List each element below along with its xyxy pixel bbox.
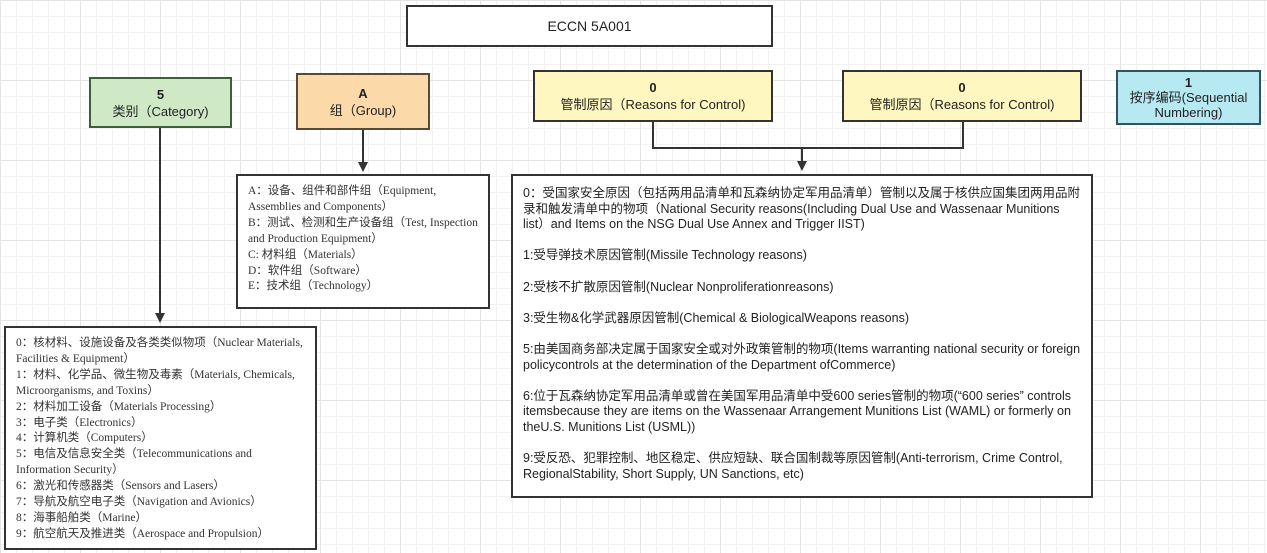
category-item-8: 8：海事船舶类（Marine） <box>16 511 147 524</box>
reason-item-2: 2:受核不扩散原因管制(Nuclear Nonproliferationreas… <box>523 279 834 294</box>
reason-2-code: 0 <box>958 80 966 95</box>
sequence-box: 1 按序编码(Sequential Numbering) <box>1116 70 1261 125</box>
category-item-2: 2：材料加工设备（Materials Processing） <box>16 400 222 413</box>
reason-1-label: 管制原因（Reasons for Control) <box>560 97 746 112</box>
eccn-title: ECCN 5A001 <box>547 18 632 34</box>
reason-box-1: 0 管制原因（Reasons for Control) <box>533 70 773 122</box>
group-item-e: E：技术组（Technology） <box>248 280 379 293</box>
category-item-1: 1：材料、化学品、微生物及毒素（Materials, Chemicals, Mi… <box>16 368 298 397</box>
category-item-9: 9：航空航天及推进类（Aerospace and Propulsion） <box>16 527 269 540</box>
group-label: 组（Group) <box>329 102 397 118</box>
category-item-7: 7：导航及航空电子类（Navigation and Avionics） <box>16 496 262 509</box>
category-list-box: 0：核材料、设施设备及各类类似物项（Nuclear Materials, Fac… <box>4 326 317 550</box>
category-item-6: 6：激光和传感器类（Sensors and Lasers） <box>16 480 225 493</box>
category-code: 5 <box>156 86 165 102</box>
reasons-merge-line <box>652 122 964 149</box>
reason-2-label: 管制原因（Reasons for Control) <box>869 97 1055 112</box>
category-item-4: 4：计算机类（Computers） <box>16 432 153 445</box>
group-box: A 组（Group) <box>296 73 430 130</box>
category-item-0: 0：核材料、设施设备及各类类似物项（Nuclear Materials, Fac… <box>16 337 306 365</box>
reason-item-3: 3:受生物&化学武器原因管制(Chemical & BiologicalWeap… <box>523 310 909 325</box>
group-item-c: C: 材料组（Materials） <box>248 248 363 261</box>
category-item-3: 3：电子类（Electronics） <box>16 416 143 429</box>
reason-item-1: 1:受导弹技术原因管制(Missile Technology reasons) <box>523 248 807 263</box>
group-item-d: D：软件组（Software） <box>248 264 367 277</box>
category-item-5: 5：电信及信息安全类（Telecommunications and Inform… <box>16 448 255 477</box>
reason-item-6: 6:位于瓦森纳协定军用品清单或曾在美国军用品清单中受600 series管制的物… <box>523 388 1071 434</box>
group-item-a: A：设备、组件和部件组（Equipment, Assemblies and Co… <box>248 185 439 213</box>
group-code: A <box>358 85 368 101</box>
sequence-code: 1 <box>1184 75 1193 90</box>
reason-item-0: 0：受国家安全原因（包括两用品清单和瓦森纳协定军用品清单）管制以及属于核供应国集… <box>523 186 1080 232</box>
reason-box-2: 0 管制原因（Reasons for Control) <box>842 70 1082 122</box>
reason-1-code: 0 <box>649 80 657 95</box>
sequence-label: 按序编码(Sequential Numbering) <box>1129 90 1248 120</box>
reason-item-5: 5:由美国商务部决定属于国家安全或对外政策管制的物项(Items warrant… <box>523 341 1081 372</box>
group-item-b: B：测试、检测和生产设备组（Test, Inspection and Produ… <box>248 216 481 245</box>
eccn-title-box: ECCN 5A001 <box>406 5 773 47</box>
category-label: 类别（Category) <box>112 103 209 119</box>
category-box: 5 类别（Category) <box>89 77 232 128</box>
reasons-list-box: 0：受国家安全原因（包括两用品清单和瓦森纳协定军用品清单）管制以及属于核供应国集… <box>511 174 1093 498</box>
group-list-box: A：设备、组件和部件组（Equipment, Assemblies and Co… <box>236 174 490 309</box>
reason-item-9: 9:受反恐、犯罪控制、地区稳定、供应短缺、联合国制裁等原因管制(Anti-ter… <box>523 451 1063 481</box>
